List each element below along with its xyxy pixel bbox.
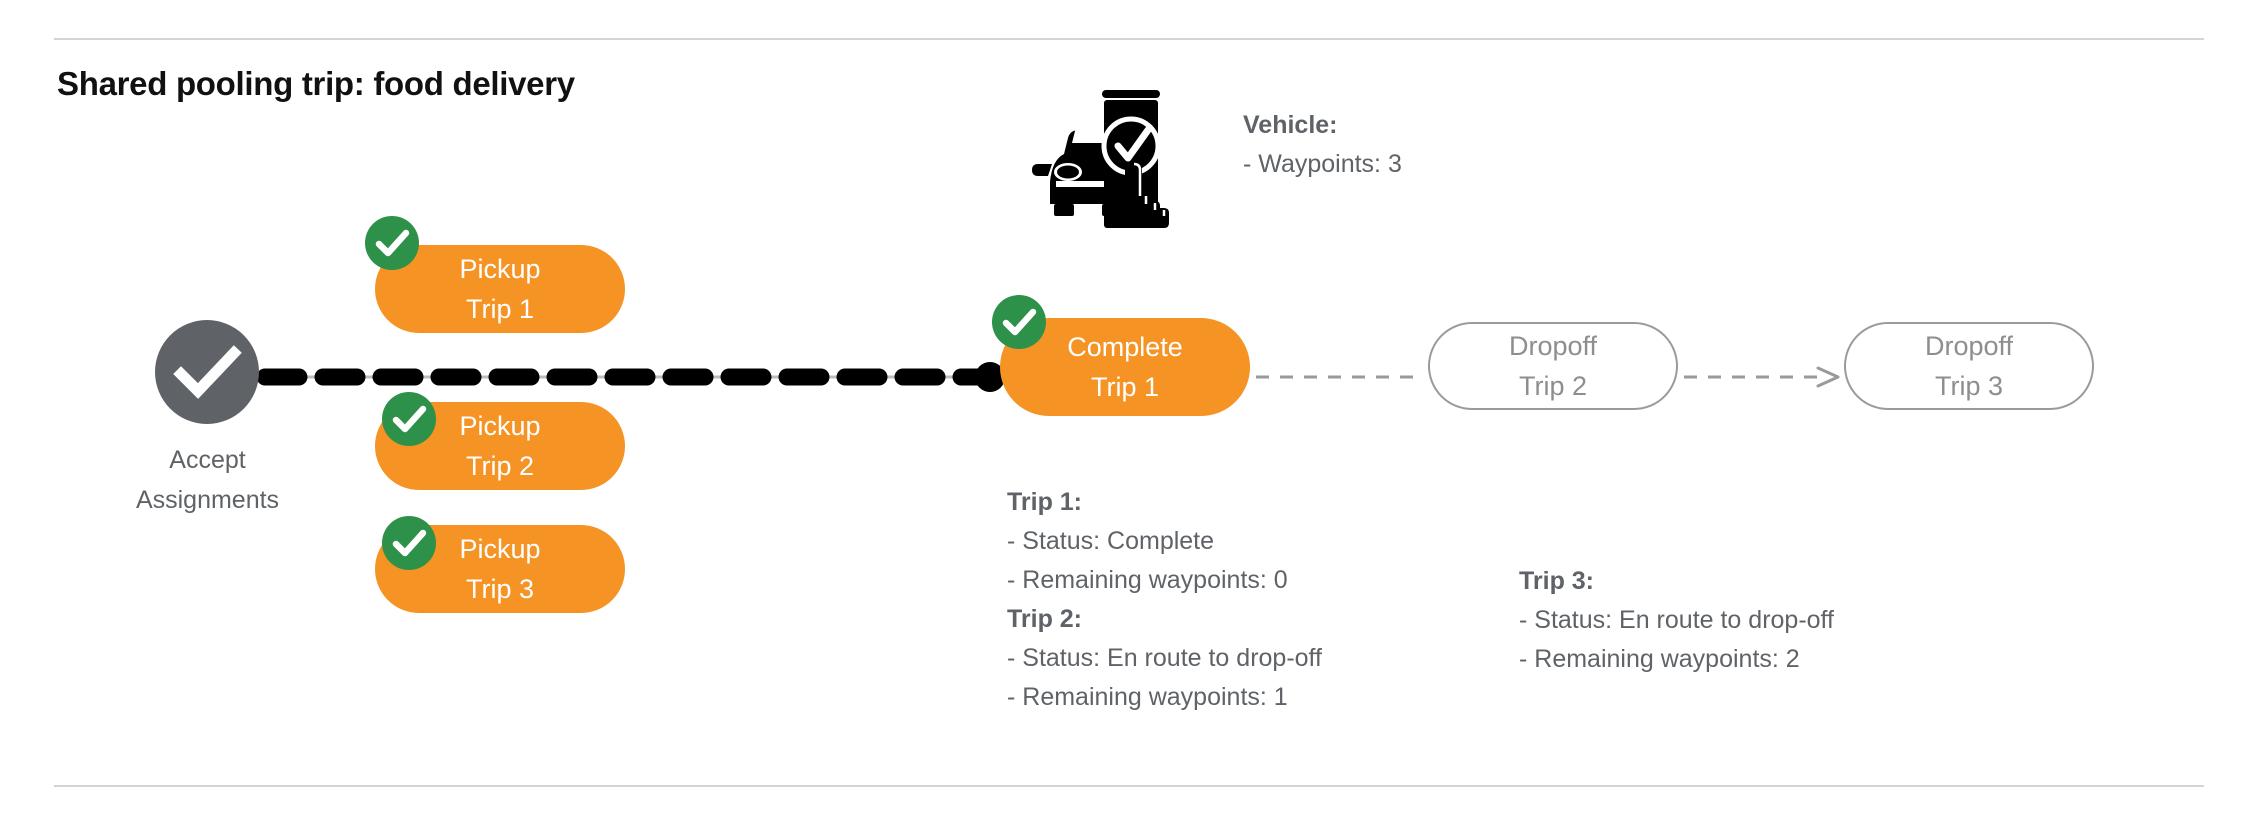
pickup-trip-1-line2: Trip 1: [465, 294, 534, 324]
connector-arrowhead: [1816, 366, 1840, 388]
trip-3-status: - Status: En route to drop-off: [1519, 606, 1834, 634]
trip-3-heading: Trip 3:: [1519, 567, 1595, 595]
trip-2-heading: Trip 2:: [1007, 605, 1083, 633]
pickup-trip-3-line2: Trip 3: [465, 574, 534, 604]
vehicle-info-block: Vehicle: - Waypoints: 3: [1243, 106, 1402, 184]
check-circle-icon: [155, 320, 259, 424]
pickup-trip-1-line1: Pickup: [459, 254, 541, 284]
bottom-divider: [54, 785, 2204, 787]
complete-trip-1-check-icon: [992, 295, 1046, 349]
vehicle-info-heading: Vehicle:: [1243, 111, 1338, 139]
trip-2-waypoints: - Remaining waypoints: 1: [1007, 683, 1288, 711]
accept-label-line1: Accept: [169, 446, 246, 474]
accept-label-line2: Assignments: [135, 486, 280, 514]
accept-assignments-label: Accept Assignments: [100, 440, 315, 520]
pickup-trip-1-node[interactable]: Pickup Trip 1: [375, 245, 625, 333]
dropoff-trip-3-line1: Dropoff: [1924, 331, 2014, 361]
pickup-trip-1-check-icon: [365, 216, 419, 270]
pickup-trip-3-check-icon: [382, 516, 436, 570]
dropoff-trip-2-line2: Trip 2: [1518, 371, 1587, 401]
trip-3-info-block: Trip 3: - Status: En route to drop-off -…: [1519, 562, 1834, 679]
trip-3-waypoints: - Remaining waypoints: 2: [1519, 645, 1800, 673]
complete-trip-1-line1: Complete: [1067, 332, 1183, 362]
trip-1-heading: Trip 1:: [1007, 488, 1083, 516]
accept-assignments-node[interactable]: [155, 320, 259, 424]
top-divider: [54, 38, 2204, 40]
dropoff-trip-3-node[interactable]: Dropoff Trip 3: [1844, 322, 2094, 410]
dropoff-trip-2-line1: Dropoff: [1508, 331, 1598, 361]
pickup-trip-3-line1: Pickup: [459, 534, 541, 564]
trip-1-and-2-info-block: Trip 1: - Status: Complete - Remaining w…: [1007, 483, 1322, 717]
vehicle-phone-check-icon: [1032, 90, 1169, 228]
dropoff-trip-2-node[interactable]: Dropoff Trip 2: [1428, 322, 1678, 410]
page-title: Shared pooling trip: food delivery: [57, 65, 575, 102]
trip-1-status: - Status: Complete: [1007, 527, 1215, 555]
pickup-trip-2-line1: Pickup: [459, 411, 541, 441]
trip-1-waypoints: - Remaining waypoints: 0: [1007, 566, 1288, 594]
pickup-trip-2-check-icon: [382, 392, 436, 446]
vehicle-info-waypoints: - Waypoints: 3: [1243, 150, 1402, 178]
complete-trip-1-line2: Trip 1: [1090, 372, 1159, 402]
dropoff-trip-3-line2: Trip 3: [1934, 371, 2003, 401]
trip-2-status: - Status: En route to drop-off: [1007, 644, 1322, 672]
pickup-trip-2-line2: Trip 2: [465, 451, 534, 481]
